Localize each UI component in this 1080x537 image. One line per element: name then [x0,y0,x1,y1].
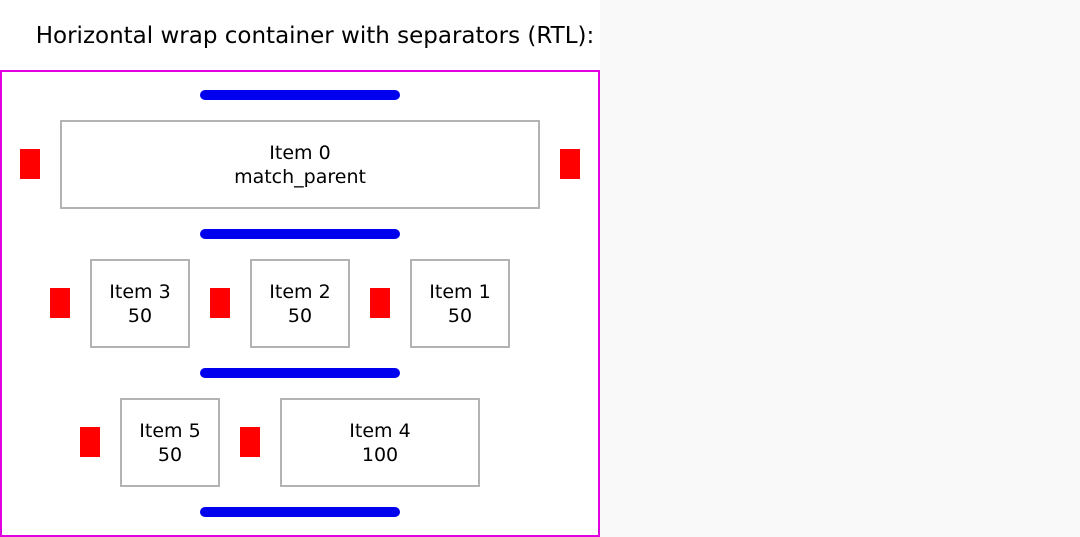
line-separator-1 [200,229,400,239]
item-1-size: 50 [447,304,473,327]
line-separator-2 [200,368,400,378]
item-0-box: Item 0 match_parent [60,120,540,209]
diagram-title: Horizontal wrap container with separator… [35,23,595,49]
item-separator-row3-b [240,427,260,457]
item-3-name: Item 3 [109,280,171,303]
item-0-name: Item 0 [269,141,331,164]
item-1-name: Item 1 [429,280,491,303]
item-separator-row1-right [560,149,580,179]
item-0-size: match_parent [234,165,366,188]
item-1-box: Item 1 50 [410,259,510,348]
item-2-size: 50 [287,304,313,327]
line-separator-top [200,90,400,100]
wrap-container: Item 0 match_parent Item 3 50 Item 2 50 … [0,70,600,537]
item-2-box: Item 2 50 [250,259,350,348]
item-4-size: 100 [361,443,399,466]
item-4-name: Item 4 [349,419,411,442]
item-2-name: Item 2 [269,280,331,303]
item-separator-row2-b [210,288,230,318]
diagram-panel: Horizontal wrap container with separator… [0,23,600,537]
item-separator-row2-c [370,288,390,318]
item-4-box: Item 4 100 [280,398,480,487]
empty-right-area [600,0,1080,537]
item-5-name: Item 5 [139,419,201,442]
item-5-size: 50 [157,443,183,466]
item-3-size: 50 [127,304,153,327]
item-3-box: Item 3 50 [90,259,190,348]
item-5-box: Item 5 50 [120,398,220,487]
item-separator-row2-a [50,288,70,318]
line-separator-bottom [200,507,400,517]
item-separator-row1-left [20,149,40,179]
item-separator-row3-a [80,427,100,457]
